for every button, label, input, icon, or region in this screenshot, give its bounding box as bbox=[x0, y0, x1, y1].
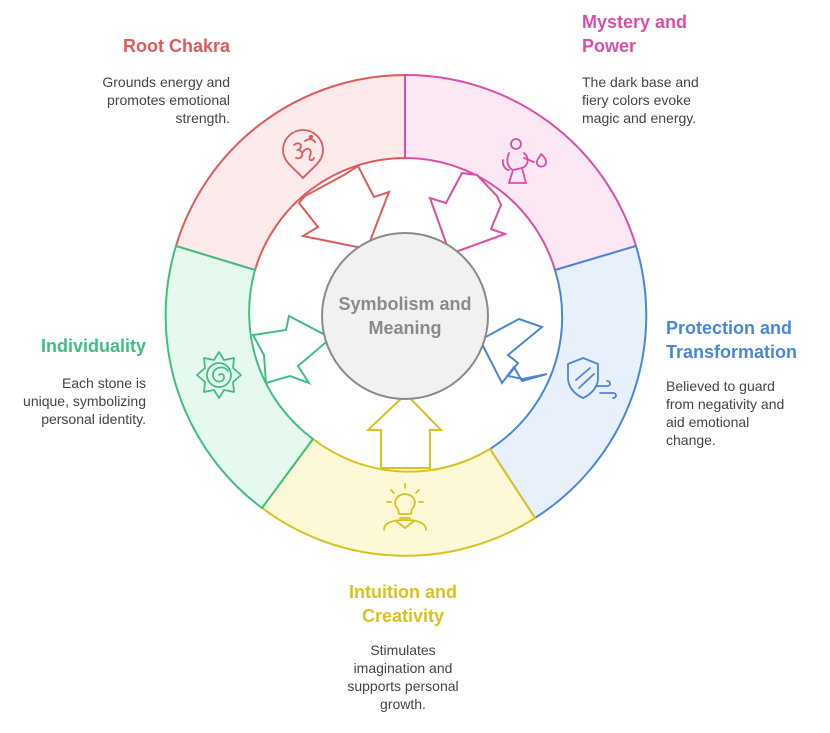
individuality-desc-line: personal identity. bbox=[41, 411, 146, 427]
intuition-description: Stimulates imagination and supports pers… bbox=[303, 641, 503, 713]
mystery-power-title: Mystery and Power bbox=[582, 10, 782, 58]
arrow-individuality bbox=[251, 314, 333, 385]
individuality-desc-line: unique, symbolizing bbox=[23, 393, 146, 409]
mystery-power-desc-line: magic and energy. bbox=[582, 110, 697, 126]
sorcerer-fire-icon bbox=[501, 138, 548, 184]
individuality-description: Each stone is unique, symbolizing person… bbox=[0, 374, 146, 428]
protection-title-line: Transformation bbox=[666, 342, 798, 362]
mystery-power-desc-line: The dark base and bbox=[582, 74, 699, 90]
mystery-power-description: The dark base and fiery colors evoke mag… bbox=[582, 73, 782, 127]
protection-description: Believed to guard from negativity and ai… bbox=[666, 377, 826, 449]
intuition-title: Intuition and Creativity bbox=[303, 580, 503, 628]
intuition-title-line: Intuition and bbox=[349, 582, 457, 602]
intuition-title-line: Creativity bbox=[361, 606, 445, 626]
protection-desc-line: aid emotional bbox=[666, 414, 750, 430]
arrow-mystery-power bbox=[428, 171, 508, 256]
protection-desc-line: Believed to guard bbox=[666, 378, 775, 394]
intuition-desc-line: imagination and bbox=[353, 660, 453, 676]
root-chakra-desc-line: Grounds energy and bbox=[102, 74, 230, 90]
center-label: Symbolism and Meaning bbox=[322, 292, 488, 340]
protection-title-line: Protection and bbox=[666, 318, 793, 338]
individuality-desc-line: Each stone is bbox=[61, 375, 146, 391]
lightbulb-person-icon bbox=[383, 483, 427, 531]
shield-wind-icon bbox=[567, 357, 617, 399]
mystery-power-desc-line: fiery colors evoke bbox=[582, 92, 691, 108]
arrow-root-chakra bbox=[297, 164, 391, 251]
intuition-desc-line: Stimulates bbox=[370, 642, 436, 658]
root-chakra-title: Root Chakra bbox=[122, 36, 230, 56]
intuition-desc-line: supports personal bbox=[347, 678, 459, 694]
mystery-power-title-line: Power bbox=[582, 36, 637, 56]
om-symbol-icon bbox=[282, 129, 324, 180]
center-hub bbox=[321, 232, 489, 400]
individuality-title: Individuality bbox=[40, 336, 146, 356]
root-chakra-desc-line: strength. bbox=[175, 110, 230, 126]
intuition-desc-line: growth. bbox=[380, 696, 426, 712]
protection-title: Protection and Transformation bbox=[666, 316, 826, 364]
protection-desc-line: from negativity and bbox=[666, 396, 785, 412]
spiral-badge-icon bbox=[196, 351, 242, 399]
protection-desc-line: change. bbox=[666, 432, 716, 448]
root-chakra-desc-line: promotes emotional bbox=[107, 92, 230, 108]
arrow-protection bbox=[478, 317, 548, 385]
center-label-line1: Symbolism and bbox=[338, 294, 472, 314]
arrow-intuition bbox=[365, 392, 444, 469]
root-chakra-description: Grounds energy and promotes emotional st… bbox=[60, 73, 230, 127]
mystery-power-title-line: Mystery and bbox=[582, 12, 688, 32]
center-label-line2: Meaning bbox=[368, 318, 442, 338]
